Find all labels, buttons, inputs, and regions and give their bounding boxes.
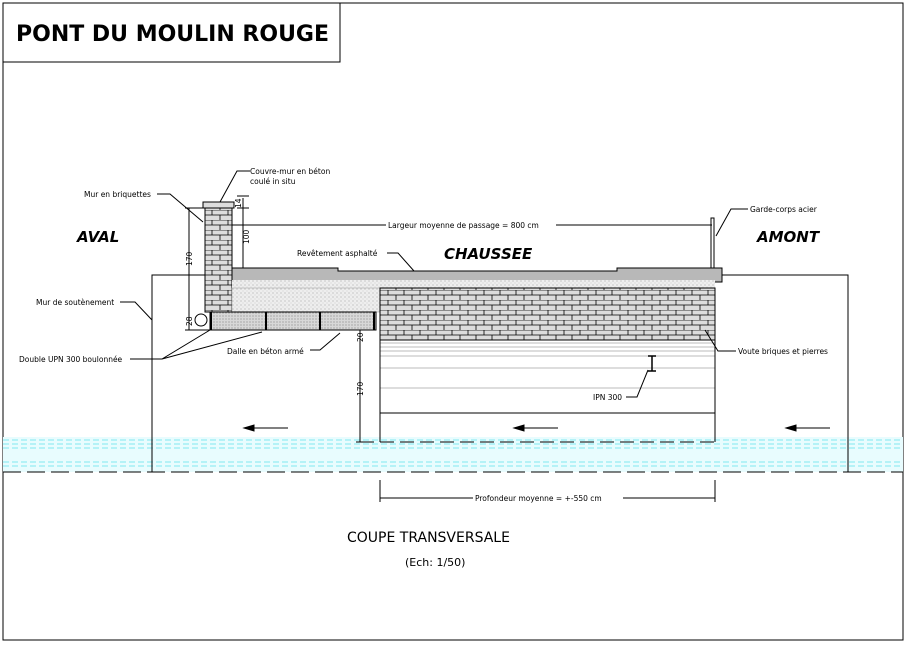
dim-170-wall: 170 [185,251,194,266]
upn-beams [210,312,375,330]
caption-scale: (Ech: 1/50) [405,556,465,569]
label-couvre-mur: Couvre-mur en béton [250,167,330,176]
fill-layer [231,287,381,313]
brick-wall [204,207,233,313]
label-mur-soutenement: Mur de soutènement [36,298,114,307]
zone-aval: AVAL [76,228,119,246]
water-band [3,437,903,473]
label-ipn: IPN 300 [593,393,622,402]
retaining-wall-amont [722,274,849,472]
dim-20: 20 [356,332,365,342]
label-couvre-mur-2: coulé in situ [250,177,296,186]
vault-lines [380,342,715,389]
steel-railing [710,217,715,269]
zone-chaussee: CHAUSSEE [444,245,533,263]
label-revetement: Revêtement asphalté [297,249,378,258]
title-box [2,2,341,63]
caption-title: COUPE TRANSVERSALE [347,530,510,546]
flow-arrows [242,424,830,432]
drawing-title: PONT DU MOULIN ROUGE [16,22,329,47]
label-garde-corps: Garde-corps acier [750,205,818,214]
zone-amont: AMONT [756,228,821,246]
channel [379,340,716,442]
dim-28: 28 [185,316,194,326]
dim-170-channel: 170 [356,381,365,396]
label-mur-briquettes: Mur en briquettes [84,190,151,199]
gravel-layer [232,280,715,288]
ipn-section-icon [648,355,656,372]
vault [379,287,716,341]
label-profondeur: Profondeur moyenne = +-550 cm [475,494,602,503]
label-largeur: Largeur moyenne de passage = 800 cm [388,221,539,230]
retaining-wall-aval [151,274,205,472]
coping [202,201,235,209]
leader-lines [120,170,748,398]
asphalt-layer [231,267,723,283]
concrete-slab [209,311,377,331]
dim-100: 100 [242,229,251,244]
label-voute: Voute briques et pierres [738,347,828,356]
label-double-upn: Double UPN 300 boulonnée [19,355,123,364]
label-dalle: Dalle en béton armé [227,347,304,356]
pipe-icon [194,313,208,327]
dim-14: 14 [234,198,243,208]
